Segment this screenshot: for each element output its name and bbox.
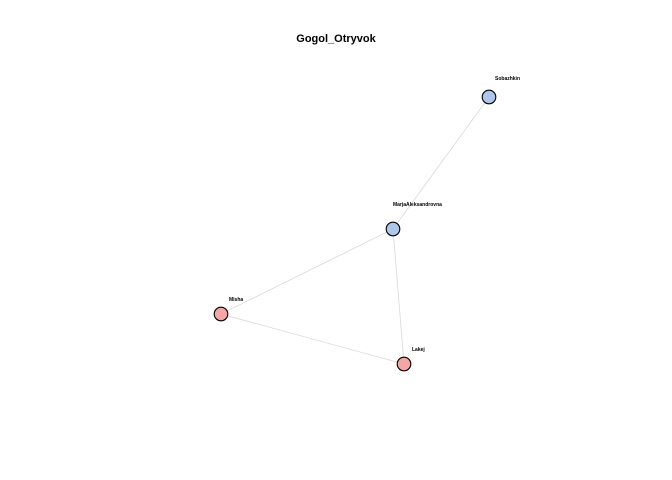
edge-marja-lakej <box>392 228 405 365</box>
node-label: MarjaAleksandrovna <box>393 202 442 208</box>
node-marja: MarjaAleksandrovna <box>385 202 442 237</box>
edge-marja-misha <box>220 228 394 315</box>
node-circle <box>481 89 497 105</box>
node-misha: Misha <box>213 297 243 322</box>
node-circle <box>213 306 229 322</box>
node-label: Lakej <box>412 347 425 353</box>
node-label: Misha <box>229 297 243 303</box>
node-circle <box>385 221 401 237</box>
node-sobazhkin: Sobazhkin <box>481 76 520 105</box>
edges-layer <box>220 96 490 365</box>
edge-misha-lakej <box>220 313 405 365</box>
edge-sobazhkin-marja <box>392 96 490 230</box>
node-circle <box>396 356 412 372</box>
nodes-layer: Sobazhkin MarjaAleksandrovna Misha Lakej <box>213 76 520 372</box>
plot-title: Gogol_Otryvok <box>296 33 376 45</box>
node-lakej: Lakej <box>396 347 425 372</box>
node-label: Sobazhkin <box>495 76 520 82</box>
